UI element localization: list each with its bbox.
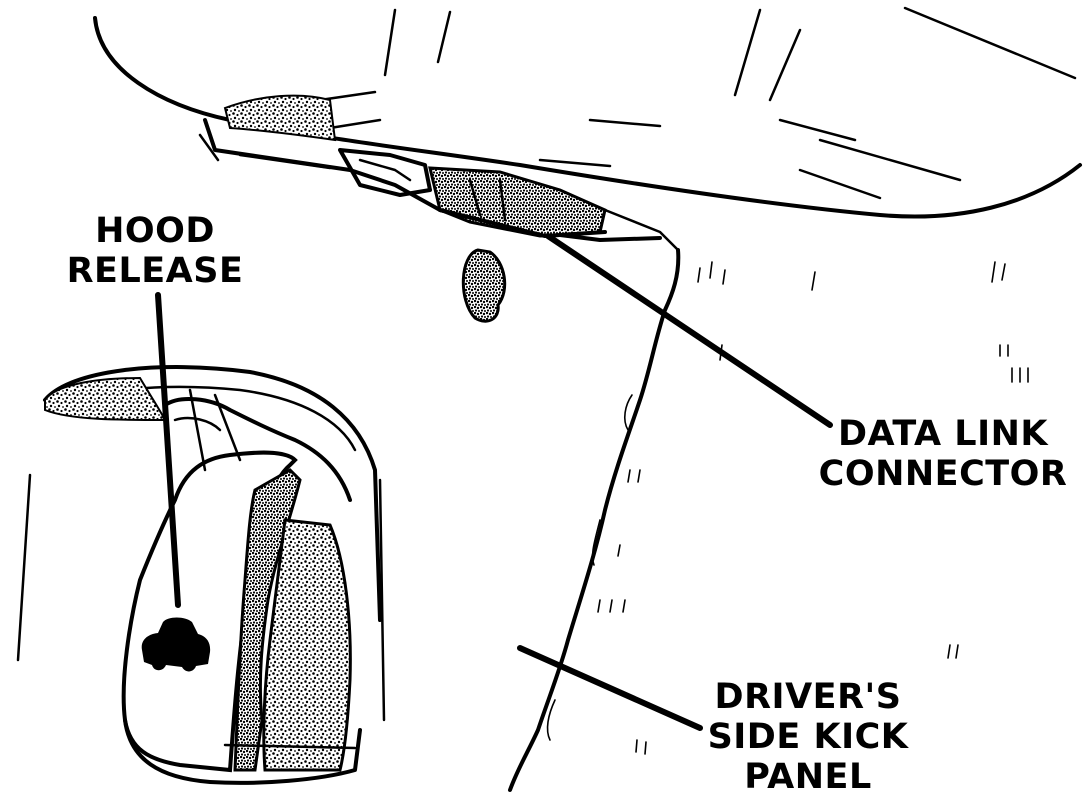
leader-lines	[155, 233, 833, 731]
dash-lower-trim	[198, 94, 662, 242]
label-data-link-connector: DATA LINK CONNECTOR	[819, 414, 1068, 494]
data-link-label-line1: DATA LINK	[838, 414, 1049, 454]
hood-release-leader	[155, 292, 181, 608]
label-hood-release: HOOD RELEASE	[67, 211, 244, 291]
data-link-leader	[545, 233, 833, 428]
hood-release-area	[16, 365, 386, 785]
dashboard-underside	[93, 6, 1082, 219]
kick-panel-edge	[508, 248, 1029, 792]
kick-panel-label-line3: PANEL	[744, 757, 872, 797]
label-kick-panel: DRIVER'S SIDE KICK PANEL	[708, 677, 910, 797]
hood-release-label-line2: RELEASE	[67, 251, 244, 291]
dash-plug-oval	[461, 248, 507, 323]
kick-panel-leader	[517, 645, 703, 731]
car-icon	[141, 617, 211, 672]
kick-panel-label-line1: DRIVER'S	[715, 677, 902, 717]
kick-panel-label-line2: SIDE KICK	[708, 717, 910, 757]
hood-release-label-line1: HOOD	[95, 211, 215, 251]
data-link-label-line2: CONNECTOR	[819, 454, 1068, 494]
